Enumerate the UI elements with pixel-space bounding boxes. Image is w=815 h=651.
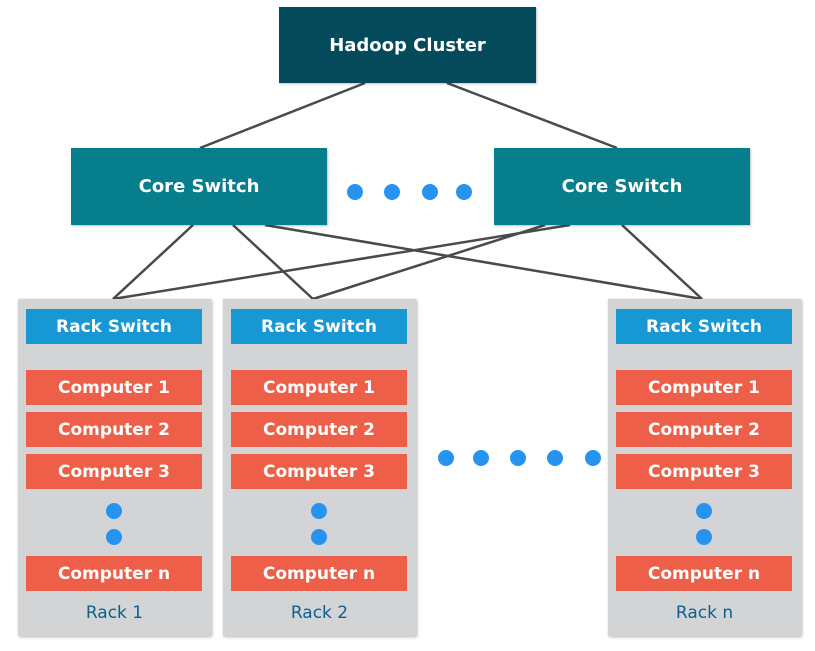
- line-cluster-core1: [199, 81, 366, 150]
- core-switch-1: Core Switch: [71, 148, 327, 225]
- computer-node: Computer n: [616, 556, 792, 591]
- line-core2-rack2: [312, 223, 546, 301]
- cluster-label: Hadoop Cluster: [329, 34, 486, 56]
- hadoop-cluster-node: Hadoop Cluster: [279, 7, 536, 83]
- ellipsis-dot: [106, 529, 122, 545]
- line-cluster-core2: [446, 81, 618, 150]
- ellipsis-dot: [311, 503, 327, 519]
- rack-switch: Rack Switch: [616, 309, 792, 344]
- core-switch-label: Core Switch: [138, 176, 260, 197]
- rack-switch: Rack Switch: [26, 309, 202, 344]
- ellipsis-dot: [384, 184, 400, 200]
- ellipsis-dot: [510, 450, 526, 466]
- computer-node: Computer 2: [231, 412, 407, 447]
- computer-node: Computer 3: [231, 454, 407, 489]
- ellipsis-dot: [422, 184, 438, 200]
- core-switch-2: Core Switch: [494, 148, 750, 225]
- ellipsis-dot: [311, 529, 327, 545]
- ellipsis-dot: [106, 503, 122, 519]
- ellipsis-dot: [456, 184, 472, 200]
- computer-node: Computer 1: [231, 370, 407, 405]
- computer-node: Computer 1: [616, 370, 792, 405]
- line-core1-rack2: [232, 224, 314, 300]
- computer-node: Computer 3: [616, 454, 792, 489]
- line-core2-rack1: [112, 223, 571, 301]
- rack-label: Rack n: [675, 603, 734, 623]
- ellipsis-dot: [585, 450, 601, 466]
- computer-node: Computer 2: [26, 412, 202, 447]
- line-core2-rackn: [621, 224, 703, 300]
- ellipsis-dot: [696, 503, 712, 519]
- computer-node: Computer 2: [616, 412, 792, 447]
- computer-node: Computer 1: [26, 370, 202, 405]
- core-switch-label: Core Switch: [561, 176, 683, 197]
- rack-switch: Rack Switch: [231, 309, 407, 344]
- ellipsis-dot: [438, 450, 454, 466]
- line-core1-rack1: [112, 224, 194, 300]
- computer-node: Computer n: [231, 556, 407, 591]
- computer-node: Computer n: [26, 556, 202, 591]
- computer-node: Computer 3: [26, 454, 202, 489]
- ellipsis-dot: [347, 184, 363, 200]
- rack-label: Rack 2: [290, 603, 349, 623]
- ellipsis-dot: [696, 529, 712, 545]
- rack-label: Rack 1: [85, 603, 144, 623]
- ellipsis-dot: [547, 450, 563, 466]
- line-core1-rackn: [264, 223, 703, 301]
- ellipsis-dot: [473, 450, 489, 466]
